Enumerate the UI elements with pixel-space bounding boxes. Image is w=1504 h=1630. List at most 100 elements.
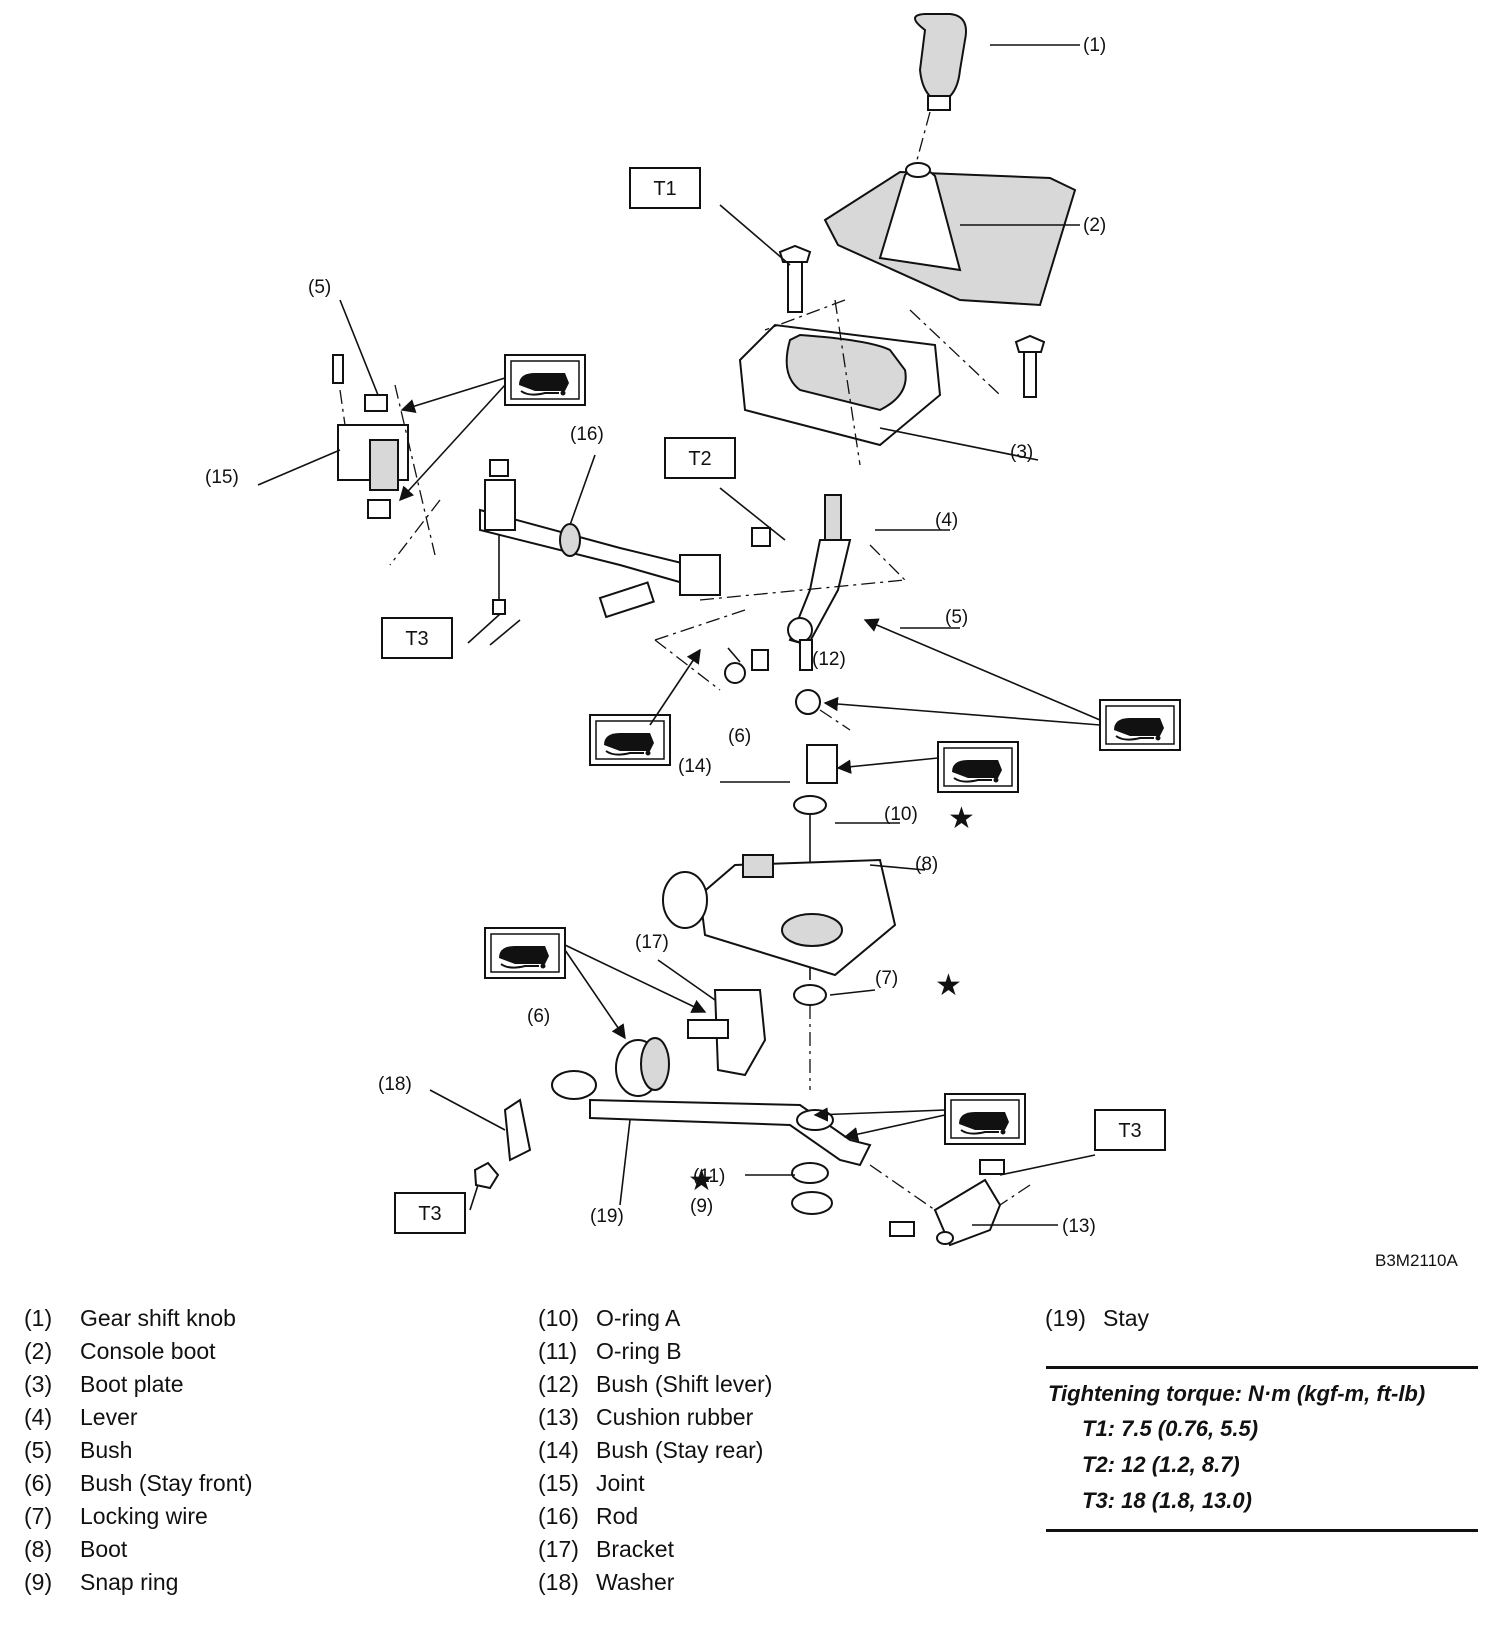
legend-item-number: (8) (24, 1536, 53, 1562)
star-icon: ★ (688, 1164, 715, 1197)
legend-item-label: O-ring B (596, 1338, 682, 1364)
boot-drawing (662, 854, 897, 1090)
bolt-drawings (778, 244, 1046, 398)
legend-item-number: (1) (24, 1305, 53, 1331)
legend-item: (6) Bush (Stay front) (24, 1467, 253, 1500)
legend-item-label: O-ring A (596, 1305, 681, 1331)
leader-lines (257, 44, 1101, 1226)
tightening-torque-table: Tightening torque: N·m (kgf-m, ft-lb) T1… (1046, 1366, 1478, 1532)
legend-item-label: Locking wire (80, 1503, 208, 1529)
legend-item-number: (16) (538, 1503, 579, 1529)
legend-item-label: Boot (80, 1536, 128, 1562)
legend-item-number: (13) (538, 1404, 579, 1430)
callout-19: (19) (590, 1206, 624, 1227)
legend-item: (1) Gear shift knob (24, 1302, 253, 1335)
legend-item-label: Snap ring (80, 1569, 179, 1595)
legend-item-label: Boot plate (80, 1371, 184, 1397)
legend-item: (8) Boot (24, 1533, 253, 1566)
torque-box-t2: T2 (664, 437, 736, 479)
legend-item-label: Joint (596, 1470, 645, 1496)
torque-box-label: T1 (653, 178, 676, 200)
legend-column-2: (10)O-ring A(11)O-ring B(12)Bush (Shift … (538, 1302, 772, 1599)
legend-item: (18)Washer (538, 1566, 772, 1599)
legend-item-label: Bracket (596, 1536, 674, 1562)
legend-item-label: Stay (1103, 1305, 1150, 1331)
legend-item-label: Cushion rubber (596, 1404, 754, 1430)
legend-item-number: (19) (1045, 1305, 1086, 1331)
callout-6-lower: (6) (527, 1006, 550, 1027)
legend-item-label: Bush (80, 1437, 133, 1463)
legend-item-number: (5) (24, 1437, 53, 1463)
torque-title: Tightening torque: N·m (kgf-m, ft-lb) (1048, 1381, 1426, 1406)
grease-icon (937, 741, 1019, 793)
legend-item: (15) Joint (538, 1467, 772, 1500)
legend-item-label: Gear shift knob (80, 1305, 236, 1331)
legend-item-number: (14) (538, 1437, 579, 1463)
legend-item-number: (4) (24, 1404, 53, 1430)
callout-15: (15) (205, 467, 239, 488)
torque-t1: T1: 7.5 (0.76, 5.5) (1082, 1416, 1259, 1441)
grease-icon (1099, 699, 1181, 751)
cushion-rubber-drawing (869, 1159, 1031, 1247)
callout-2: (2) (1083, 215, 1106, 236)
legend-item-number: (18) (538, 1569, 579, 1595)
boot-plate-drawing (738, 299, 1001, 466)
legend-item-label: Bush (Stay front) (80, 1470, 253, 1496)
legend-item: (13) Cushion rubber (538, 1401, 772, 1434)
legend-column-3: (19) Stay (1045, 1302, 1149, 1335)
gear-shift-knob-drawing (914, 13, 967, 161)
legend-item: (5) Bush (24, 1434, 253, 1467)
grease-icon (504, 354, 586, 406)
torque-box-label: T3 (418, 1203, 441, 1225)
torque-box-t1: T1 (629, 167, 701, 209)
callout-11: (11) (693, 1166, 725, 1187)
star-icon: ★ (948, 802, 975, 835)
legend-item: (2)Console boot (24, 1335, 253, 1368)
callout-17: (17) (635, 932, 669, 953)
callout-7: (7) (875, 968, 898, 989)
legend-item-number: (6) (24, 1470, 53, 1496)
star-marks: ★ ★ ★ (688, 802, 975, 1197)
legend-column-1: (1) Gear shift knob (2)Console boot (3) Boot… (24, 1302, 253, 1599)
console-boot-drawing (823, 162, 1077, 307)
callout-3: (3) (1010, 442, 1033, 463)
torque-box-label: T3 (405, 628, 428, 650)
torque-box-t3-right: T3 (1094, 1109, 1166, 1151)
legend-item: (9) Snap ring (24, 1566, 253, 1599)
legend-item: (17) Bracket (538, 1533, 772, 1566)
callout-labels: (1) (2) (3) (4) (5) (5) (6) (6) (7) (8) … (205, 35, 1106, 1237)
callout-18: (18) (378, 1074, 412, 1095)
legend-item: (16) Rod (538, 1500, 772, 1533)
legend-item: (3) Boot plate (24, 1368, 253, 1401)
legend-item: (7) Locking wire (24, 1500, 253, 1533)
callout-16: (16) (570, 424, 604, 445)
callout-10: (10) (884, 804, 918, 825)
grease-icon (484, 927, 566, 979)
figure-code: B3M2110A (1375, 1251, 1459, 1270)
legend-item-number: (3) (24, 1371, 53, 1397)
torque-t2: T2: 12 (1.2, 8.7) (1082, 1452, 1240, 1477)
legend-item-number: (9) (24, 1569, 53, 1595)
callout-13: (13) (1062, 1216, 1096, 1237)
legend-item-label: Bush (Stay rear) (596, 1437, 764, 1463)
legend-item-number: (2) (24, 1338, 53, 1364)
legend-item-number: (17) (538, 1536, 579, 1562)
lever-drawing (699, 494, 906, 671)
legend-item-number: (15) (538, 1470, 579, 1496)
legend-item: (12)Bush (Shift lever) (538, 1368, 772, 1401)
torque-box-label: T2 (688, 448, 711, 470)
callout-8: (8) (915, 854, 938, 875)
callout-4: (4) (935, 510, 958, 531)
rod-assembly-drawing (332, 354, 771, 619)
legend-item: (19) Stay (1045, 1302, 1149, 1335)
torque-box-label: T3 (1118, 1120, 1141, 1142)
grease-icon (589, 714, 671, 766)
callout-14: (14) (678, 756, 712, 777)
legend-item: (10)O-ring A (538, 1302, 772, 1335)
grease-icon (944, 1093, 1026, 1145)
legend-item: (4)Lever (24, 1401, 253, 1434)
legend-item: (14) Bush (Stay rear) (538, 1434, 772, 1467)
legend-item-label: Rod (596, 1503, 639, 1529)
callout-6-upper: (6) (728, 726, 751, 747)
legend-item-number: (7) (24, 1503, 53, 1529)
